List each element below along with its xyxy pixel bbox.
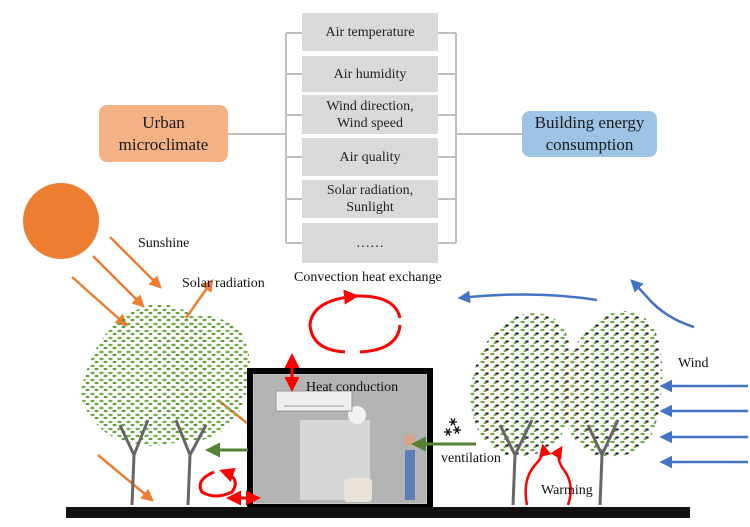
solar-radiation-label: Solar radiation [182, 276, 265, 291]
tree-right-2 [560, 310, 663, 506]
factor-air-quality: Air quality [302, 138, 438, 176]
cooling-icon [444, 418, 461, 436]
factor-air-humidity: Air humidity [302, 56, 438, 92]
building-energy-line1: Building energy [534, 113, 645, 132]
building-energy-box: Building energy consumption [522, 111, 657, 157]
factor-wind: Wind direction, Wind speed [302, 95, 438, 134]
urban-microclimate-line2: microclimate [118, 134, 209, 154]
factor-more: …… [302, 223, 438, 263]
convection-loop-arrow [308, 296, 402, 354]
heat-conduction-label: Heat conduction [306, 380, 399, 395]
building [247, 368, 433, 510]
factor-solar-radiation: Solar radiation, Sunlight [302, 180, 438, 218]
connector-lines [228, 32, 522, 244]
sunshine-label: Sunshine [138, 236, 190, 251]
factor-label: Air humidity [333, 66, 407, 82]
heat-loop-arrow [198, 467, 237, 498]
factor-label: Air temperature [325, 24, 415, 40]
tree-right-1 [470, 313, 574, 506]
factor-label: Solar radiation, [326, 183, 414, 198]
urban-microclimate-box: Urban microclimate [99, 105, 228, 162]
factor-label: Wind direction, [326, 98, 414, 114]
ventilation-label: ventilation [441, 451, 501, 466]
factor-label: Air quality [339, 149, 401, 165]
factor-air-temperature: Air temperature [302, 13, 438, 51]
sun-icon [23, 183, 99, 259]
warming-label: Warming [541, 483, 593, 498]
urban-microclimate-line1: Urban [142, 112, 185, 132]
building-energy-line2: consumption [545, 135, 634, 154]
factor-label-2: Wind speed [337, 115, 403, 131]
ground [66, 507, 690, 518]
tree-left-2 [161, 315, 250, 506]
wind-label: Wind [678, 356, 709, 371]
convection-label: Convection heat exchange [294, 270, 442, 285]
factor-label-2: Sunlight [346, 200, 394, 215]
warming-arrows [524, 443, 572, 506]
wind-arrows [457, 279, 748, 469]
factor-label: …… [356, 235, 384, 251]
